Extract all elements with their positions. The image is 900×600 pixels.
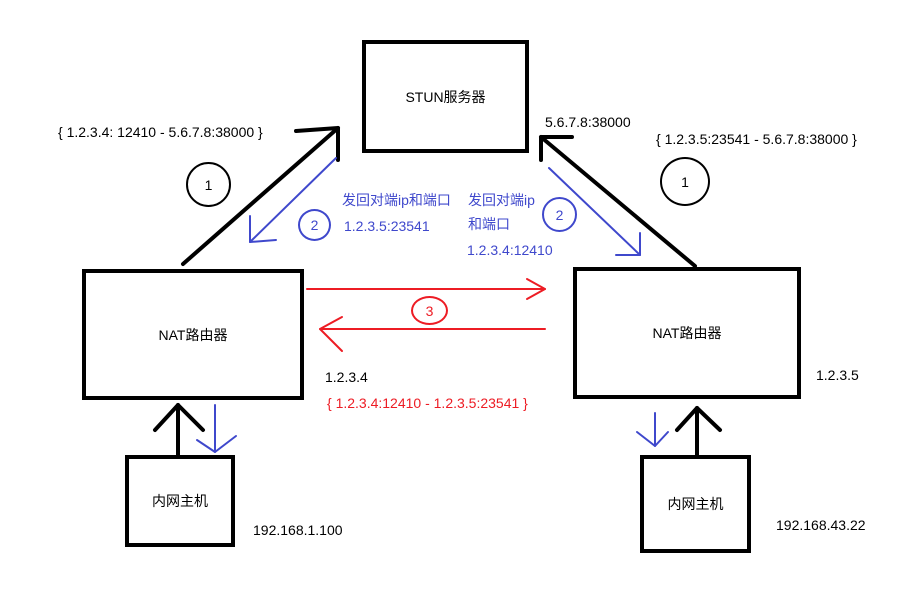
step-3-badge: 3 <box>411 296 448 325</box>
arrow-right-nat-to-stun <box>539 135 697 268</box>
step-2-badge-left: 2 <box>298 209 331 241</box>
arrow-stun-to-right-nat <box>548 167 641 256</box>
p2p-mapping-label: { 1.2.3.4:12410 - 1.2.3.5:23541 } <box>327 395 528 411</box>
arrow-left-host-to-nat <box>153 403 205 457</box>
right-host-ip-label: 192.168.43.22 <box>776 517 866 533</box>
right-reply-title-line1: 发回对端ip <box>468 192 535 208</box>
right-nat-router-label: NAT路由器 <box>652 325 722 341</box>
right-reply-title-line2: 和端口 <box>468 216 510 232</box>
step-1-badge-left: 1 <box>186 162 231 207</box>
step-1-badge-right: 1 <box>660 157 710 206</box>
arrow-left-nat-to-stun <box>181 126 340 266</box>
right-nat-router-box: NAT路由器 <box>573 267 801 399</box>
right-nat-ip-label: 1.2.3.5 <box>816 367 859 383</box>
arrow-right-nat-to-left-nat <box>319 316 546 352</box>
right-reply-address: 1.2.3.4:12410 <box>467 242 553 258</box>
arrow-right-host-to-nat <box>675 406 722 457</box>
left-reply-title: 发回对端ip和端口 <box>342 192 451 208</box>
left-nat-ip-label: 1.2.3.4 <box>325 369 368 385</box>
left-host-box: 内网主机 <box>125 455 235 547</box>
left-host-label: 内网主机 <box>152 493 208 509</box>
left-reply-address: 1.2.3.5:23541 <box>344 218 430 234</box>
left-nat-router-box: NAT路由器 <box>82 269 304 400</box>
stun-server-box: STUN服务器 <box>362 40 529 153</box>
arrow-right-nat-to-host <box>636 412 669 447</box>
left-host-ip-label: 192.168.1.100 <box>253 522 343 538</box>
arrow-stun-to-left-nat <box>249 157 337 243</box>
step-2-badge-right: 2 <box>542 197 577 232</box>
arrow-left-nat-to-right-nat <box>306 278 546 300</box>
stun-address-label: 5.6.7.8:38000 <box>545 114 631 130</box>
stun-server-label: STUN服务器 <box>405 88 486 105</box>
right-host-label: 内网主机 <box>667 496 724 512</box>
right-mapping-label: { 1.2.3.5:23541 - 5.6.7.8:38000 } <box>656 131 857 147</box>
right-host-box: 内网主机 <box>640 455 751 553</box>
arrow-left-nat-to-host <box>196 404 237 453</box>
left-mapping-label: { 1.2.3.4: 12410 - 5.6.7.8:38000 } <box>58 124 263 140</box>
left-nat-router-label: NAT路由器 <box>158 326 228 343</box>
